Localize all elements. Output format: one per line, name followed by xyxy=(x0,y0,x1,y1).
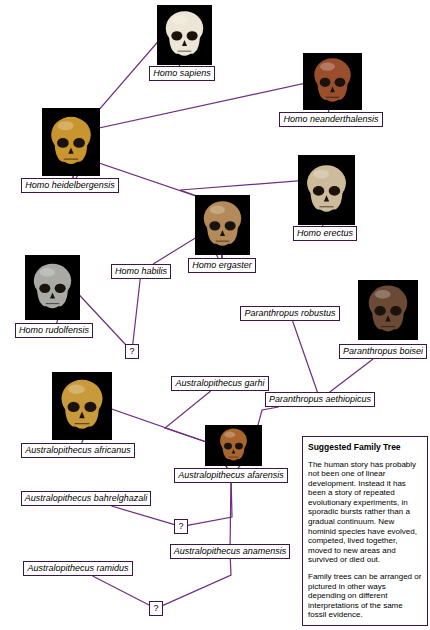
connector-line xyxy=(133,279,140,344)
photo-ground xyxy=(157,5,212,65)
species-label: Australopithecus afarensis xyxy=(174,468,288,483)
species-label: Homo sapiens xyxy=(149,66,215,81)
species-name: Australopithecus anamensis xyxy=(174,546,287,556)
species-label: Homo rudolfensis xyxy=(15,323,93,338)
species-label: Paranthropus aethiopicus xyxy=(265,392,375,407)
photo-ground xyxy=(303,53,362,110)
question-mark: ? xyxy=(178,521,183,531)
species-name: Homo ergaster xyxy=(192,260,252,270)
connector-line xyxy=(111,506,174,525)
connector-line xyxy=(230,483,232,544)
species-label: Paranthropus boisei xyxy=(339,344,427,359)
species-label: Australopithecus anamensis xyxy=(170,544,291,559)
species-name: Australopithecus garhi xyxy=(175,378,264,388)
species-label: Paranthropus robustus xyxy=(240,306,339,321)
skull-photo xyxy=(34,264,71,309)
skull-photo xyxy=(166,11,203,56)
skull-photo xyxy=(61,380,102,429)
species-name: Homo heidelbergensis xyxy=(25,180,115,190)
note-paragraph: Family trees can be arranged or pictured… xyxy=(308,572,422,620)
species-label: Homo neanderthalensis xyxy=(279,112,382,127)
skull-photo xyxy=(369,286,408,332)
species-label: Homo habilis xyxy=(111,264,171,279)
note-box: Suggested Family TreeThe human story has… xyxy=(302,436,428,627)
skull-photo xyxy=(307,165,346,211)
species-label: Homo ergaster xyxy=(188,258,256,273)
species-name: Paranthropus boisei xyxy=(343,346,423,356)
connector-line xyxy=(93,576,150,605)
skull-photo xyxy=(51,117,91,164)
connector-line xyxy=(73,80,329,178)
connector-line xyxy=(188,483,233,525)
species-name: Homo habilis xyxy=(115,266,167,276)
species-name: Australopithecus africanus xyxy=(25,445,131,455)
species-name: Homo sapiens xyxy=(153,68,211,78)
question-mark: ? xyxy=(153,603,158,613)
species-name: Australopithecus ramidus xyxy=(27,563,128,573)
species-name: Australopithecus afarensis xyxy=(178,470,284,480)
connector-line xyxy=(330,359,373,392)
photo-ground xyxy=(205,425,262,466)
photo-ground xyxy=(52,372,112,440)
photo-ground xyxy=(25,255,80,320)
species-name: Paranthropus robustus xyxy=(244,308,335,318)
species-label: Australopithecus bahrelghazali xyxy=(21,491,152,506)
note-heading: Suggested Family Tree xyxy=(308,442,422,453)
species-name: Paranthropus aethiopicus xyxy=(269,394,371,404)
species-label: Australopithecus africanus xyxy=(21,443,135,458)
skull-photo xyxy=(204,201,241,246)
skull-photo xyxy=(314,58,350,101)
photo-ground xyxy=(195,195,250,255)
skull-photo xyxy=(220,428,247,460)
species-name: Homo neanderthalensis xyxy=(283,114,378,124)
species-name: Homo erectus xyxy=(297,228,353,238)
species-name: Australopithecus bahrelghazali xyxy=(25,493,148,503)
question-mark: ? xyxy=(129,346,134,356)
photo-ground xyxy=(358,280,418,340)
photo-ground xyxy=(42,108,100,176)
species-label: Homo heidelbergensis xyxy=(21,178,119,193)
species-label: Australopithecus ramidus xyxy=(23,561,132,576)
note-paragraph: The human story has probably not been on… xyxy=(308,460,422,566)
photo-ground xyxy=(298,155,355,225)
species-label: Australopithecus garhi xyxy=(171,376,268,391)
species-name: Homo rudolfensis xyxy=(19,325,89,335)
unknown-ancestor: ? xyxy=(174,519,187,534)
species-label: Homo erectus xyxy=(293,226,357,241)
unknown-ancestor: ? xyxy=(149,601,162,616)
unknown-ancestor: ? xyxy=(125,344,138,359)
connector-line xyxy=(163,559,232,606)
connector-line xyxy=(293,321,318,392)
